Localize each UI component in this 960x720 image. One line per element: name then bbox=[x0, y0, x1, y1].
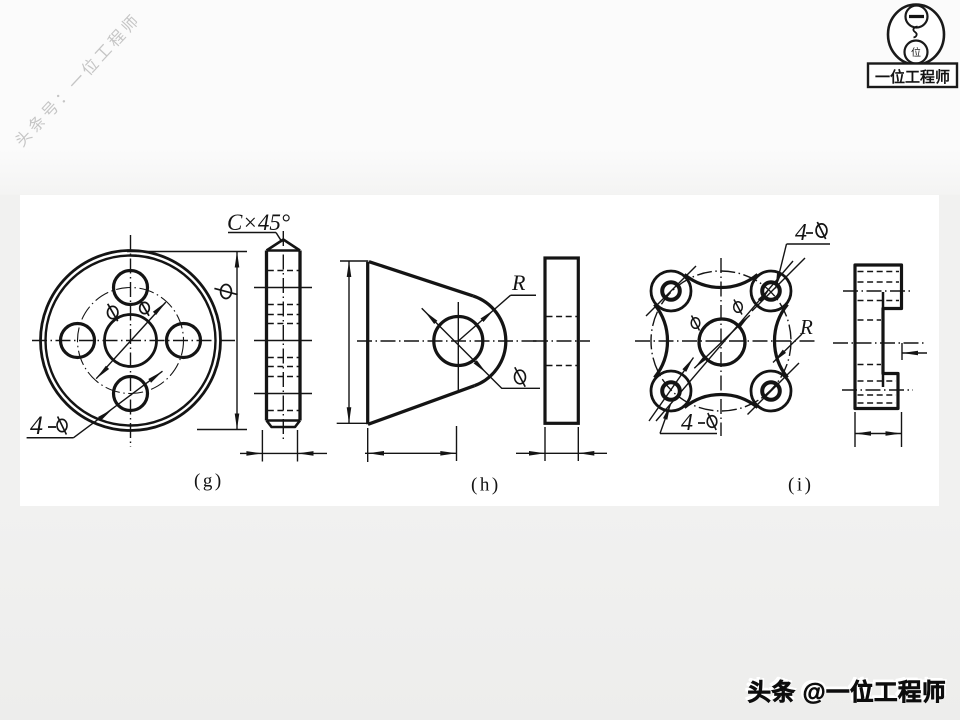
svg-text:4: 4 bbox=[30, 411, 43, 440]
svg-text:(h): (h) bbox=[471, 475, 501, 496]
svg-text:R: R bbox=[511, 270, 526, 295]
svg-text:(i): (i) bbox=[788, 475, 813, 496]
svg-text:一位工程师: 一位工程师 bbox=[875, 68, 950, 86]
svg-text:4: 4 bbox=[795, 220, 807, 246]
svg-text:4: 4 bbox=[681, 410, 693, 436]
svg-text:(g): (g) bbox=[194, 471, 224, 492]
svg-text:R: R bbox=[799, 315, 813, 339]
svg-text:C×45°: C×45° bbox=[227, 210, 290, 235]
svg-text:位: 位 bbox=[911, 46, 921, 59]
